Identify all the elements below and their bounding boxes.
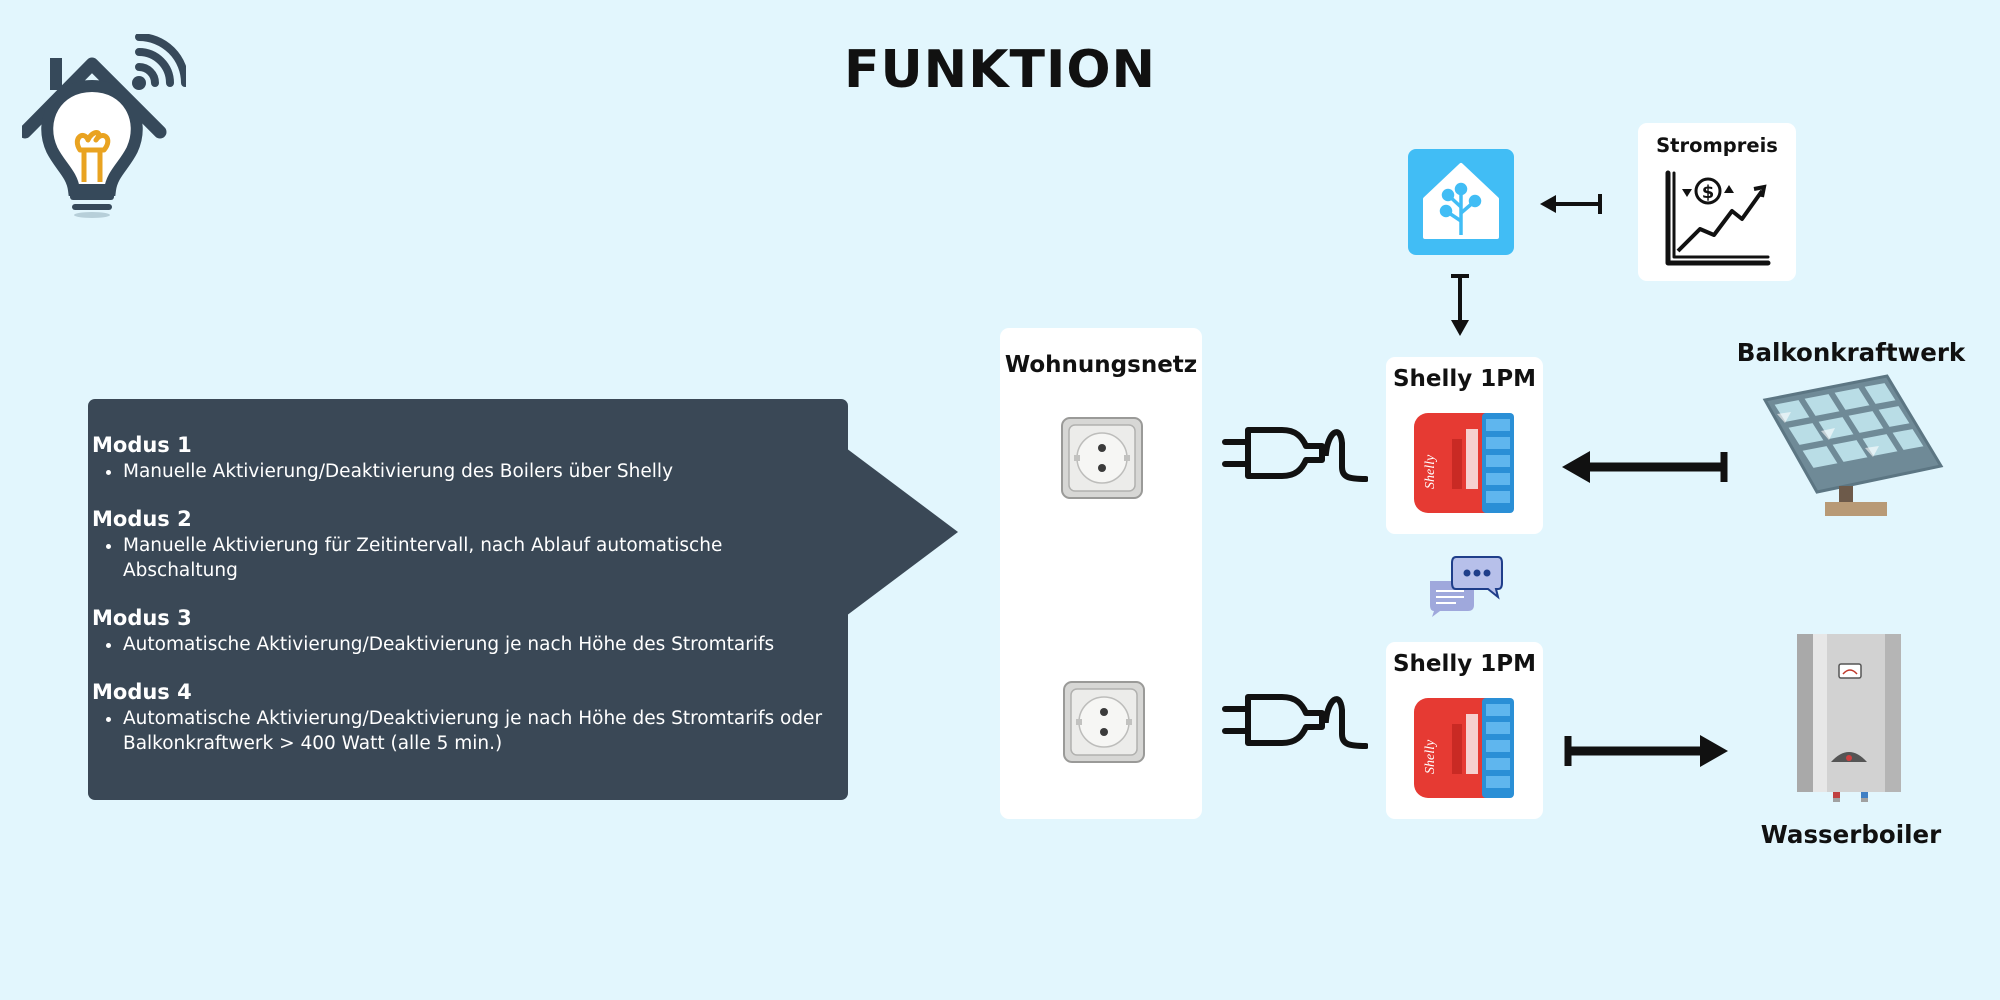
svg-text:$: $ bbox=[1702, 182, 1715, 203]
water-boiler-icon bbox=[1797, 634, 1901, 802]
smart-home-bulb-logo bbox=[22, 34, 186, 218]
solar-panel-icon bbox=[1762, 374, 1944, 516]
shelly-relay-icon: Shelly bbox=[1414, 698, 1514, 798]
modes-list: Modus 1 Manuelle Aktivierung/Deaktivieru… bbox=[92, 432, 832, 778]
price-chart-icon: $ bbox=[1665, 170, 1771, 266]
mode-title: Modus 4 bbox=[92, 680, 192, 704]
mode-3: Modus 3 Automatische Aktivierung/Deaktiv… bbox=[92, 605, 832, 657]
mode-description: Manuelle Aktivierung/Deaktivierung des B… bbox=[123, 459, 832, 484]
mode-description: Manuelle Aktivierung für Zeitintervall, … bbox=[123, 533, 832, 583]
mode-description: Automatische Aktivierung/Deaktivierung j… bbox=[123, 632, 832, 657]
plug-icon bbox=[1222, 694, 1368, 749]
price-label: Strompreis bbox=[1656, 134, 1778, 157]
mode-4: Modus 4 Automatische Aktivierung/Deaktiv… bbox=[92, 679, 832, 756]
mode-title: Modus 2 bbox=[92, 507, 192, 531]
boiler-label: Wasserboiler bbox=[1760, 820, 1942, 849]
arrow-home-assistant-to-shelly bbox=[1451, 274, 1469, 336]
mode-title: Modus 1 bbox=[92, 433, 192, 457]
home-assistant-icon bbox=[1408, 149, 1514, 255]
shelly-bottom-card: Shelly 1PM Shelly bbox=[1386, 642, 1543, 819]
page-title: FUNKTION bbox=[843, 40, 1157, 100]
wall-socket-icon bbox=[1063, 681, 1145, 763]
mode-title: Modus 3 bbox=[92, 606, 192, 630]
plug-icon bbox=[1222, 427, 1368, 482]
wall-socket-icon bbox=[1061, 417, 1143, 499]
chat-bubbles-icon bbox=[1430, 556, 1503, 617]
shelly-top-label: Shelly 1PM bbox=[1392, 366, 1537, 392]
price-card: Strompreis $ bbox=[1638, 123, 1796, 281]
grid-label: Wohnungsnetz bbox=[1004, 352, 1198, 378]
callout-pointer bbox=[846, 448, 958, 616]
mode-1: Modus 1 Manuelle Aktivierung/Deaktivieru… bbox=[92, 432, 832, 484]
solar-label: Balkonkraftwerk bbox=[1736, 338, 1966, 367]
arrow-price-to-home-assistant bbox=[1540, 194, 1602, 214]
arrow-solar-to-shelly bbox=[1562, 451, 1728, 483]
svg-text:Shelly: Shelly bbox=[1423, 739, 1438, 774]
mode-2: Modus 2 Manuelle Aktivierung für Zeitint… bbox=[92, 506, 832, 583]
shelly-bottom-label: Shelly 1PM bbox=[1392, 651, 1537, 677]
shelly-top-card: Shelly 1PM Shelly bbox=[1386, 357, 1543, 534]
arrow-shelly-to-boiler bbox=[1564, 735, 1728, 767]
shelly-relay-icon: Shelly bbox=[1414, 413, 1514, 513]
modes-callout bbox=[88, 399, 848, 800]
mode-description: Automatische Aktivierung/Deaktivierung j… bbox=[123, 706, 832, 756]
svg-text:Shelly: Shelly bbox=[1423, 454, 1438, 489]
